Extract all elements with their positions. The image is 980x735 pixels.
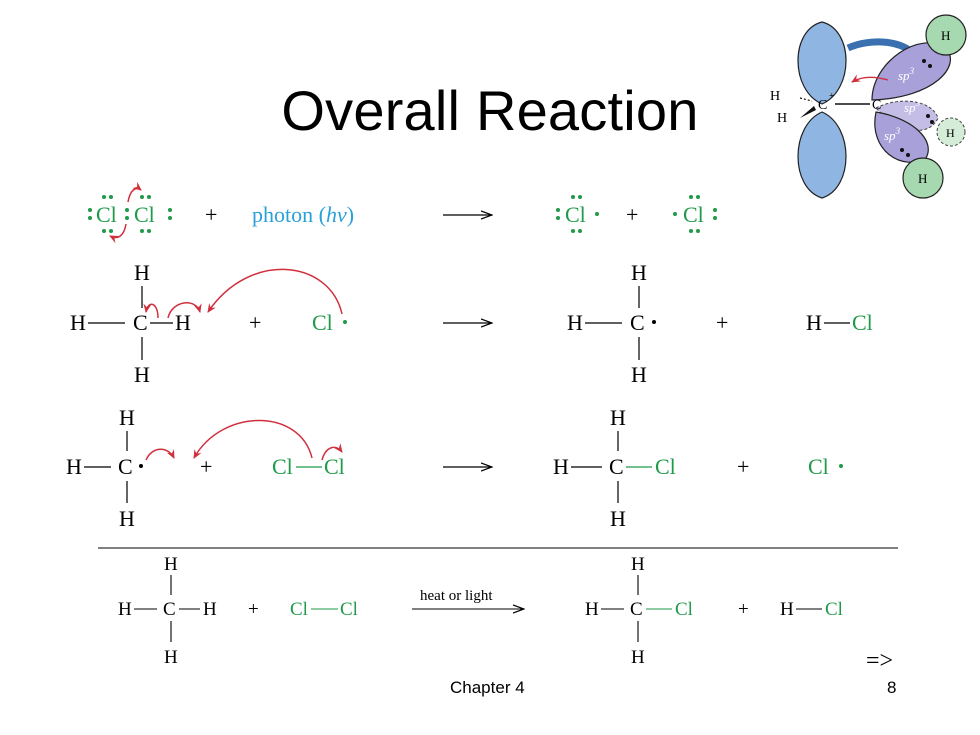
footer-chapter: Chapter 4	[450, 678, 525, 697]
svg-text:H: H	[70, 310, 86, 335]
svg-text:Cl: Cl	[272, 454, 293, 479]
next-arrow-text: =>	[866, 648, 893, 674]
svg-text:H: H	[610, 405, 626, 430]
svg-text:C: C	[630, 599, 643, 620]
svg-text:H: H	[134, 260, 150, 285]
svg-text:H: H	[175, 310, 191, 335]
step-propagation-1: H H C H H + Cl H H C H + H	[70, 260, 873, 387]
svg-text:H: H	[203, 599, 217, 620]
h-orbital-upper	[925, 14, 967, 56]
svg-text:H: H	[567, 310, 583, 335]
svg-text:Cl: Cl	[655, 454, 676, 479]
orb-h-lower: H	[918, 171, 927, 186]
orb-c-plus: C	[818, 98, 827, 113]
svg-text:H: H	[134, 362, 150, 387]
svg-text:H: H	[118, 599, 132, 620]
heat-or-light-label: heat or light	[420, 588, 493, 604]
svg-text:C: C	[133, 310, 148, 335]
svg-text:C: C	[609, 454, 624, 479]
svg-text:Cl: Cl	[808, 454, 829, 479]
orb-c: C	[872, 98, 881, 113]
svg-text:+: +	[249, 310, 261, 335]
svg-text:+: +	[200, 454, 212, 479]
svg-text:+: +	[716, 310, 728, 335]
svg-text:H: H	[631, 362, 647, 387]
h-orbital-mid	[936, 117, 966, 147]
svg-text:H: H	[66, 454, 82, 479]
svg-text:Cl: Cl	[290, 599, 308, 620]
svg-text:H: H	[164, 647, 178, 668]
orb-h1: H	[770, 89, 780, 104]
svg-text:sp3: sp3	[898, 66, 915, 83]
svg-text:H: H	[119, 506, 135, 531]
svg-text:H: H	[610, 506, 626, 531]
svg-text:H: H	[631, 260, 647, 285]
svg-text:C: C	[118, 454, 133, 479]
svg-text:Cl: Cl	[324, 454, 345, 479]
page-number: 8	[887, 678, 897, 697]
svg-text:H: H	[631, 647, 645, 668]
orb-charge: +	[829, 91, 835, 102]
p-orbital-lower-lobe	[797, 111, 847, 199]
svg-text:H: H	[780, 599, 794, 620]
svg-text:C: C	[630, 310, 645, 335]
h-orbital-lower	[902, 157, 944, 199]
cl-atom-2: Cl	[134, 202, 155, 227]
orb-h-upper: H	[941, 28, 950, 43]
orb-h2: H	[777, 111, 787, 126]
svg-text:Cl: Cl	[340, 599, 358, 620]
svg-text:Cl: Cl	[852, 310, 873, 335]
svg-text:sp3: sp3	[884, 126, 901, 143]
svg-text:+: +	[248, 599, 259, 620]
plus-1: +	[205, 202, 217, 227]
svg-text:H: H	[119, 405, 135, 430]
orb-h-mid: H	[946, 126, 955, 140]
carbocation-orbital-diagram: H H C + C H H H sp3 sp3 sp3	[770, 14, 967, 199]
p-orbital-upper-lobe	[797, 21, 847, 105]
slide-title: Overall Reaction	[281, 79, 699, 142]
step-initiation: Cl Cl + photon (hν) Cl Cl	[88, 181, 717, 244]
plus-2: +	[626, 202, 638, 227]
cl-atom-1: Cl	[96, 202, 117, 227]
svg-text:Cl: Cl	[675, 599, 693, 620]
svg-text:H: H	[631, 554, 645, 575]
step-propagation-2: H H C H + Cl Cl H H C Cl H + Cl	[66, 405, 843, 531]
svg-text:+: +	[737, 454, 749, 479]
cl-radical-1: Cl	[565, 202, 586, 227]
cl-radical-reactant: Cl	[312, 310, 333, 335]
svg-text:+: +	[738, 599, 749, 620]
svg-text:sp3: sp3	[904, 98, 921, 115]
overall-equation: H H C H H + Cl Cl heat or light H H C Cl…	[118, 554, 843, 668]
svg-text:H: H	[164, 554, 178, 575]
svg-text:H: H	[553, 454, 569, 479]
orbital-curved-arrow	[851, 74, 889, 83]
photon-label: photon (hν)	[252, 202, 354, 227]
svg-text:C: C	[163, 599, 176, 620]
cl-radical-2: Cl	[683, 202, 704, 227]
svg-text:Cl: Cl	[825, 599, 843, 620]
svg-text:H: H	[806, 310, 822, 335]
svg-text:H: H	[585, 599, 599, 620]
